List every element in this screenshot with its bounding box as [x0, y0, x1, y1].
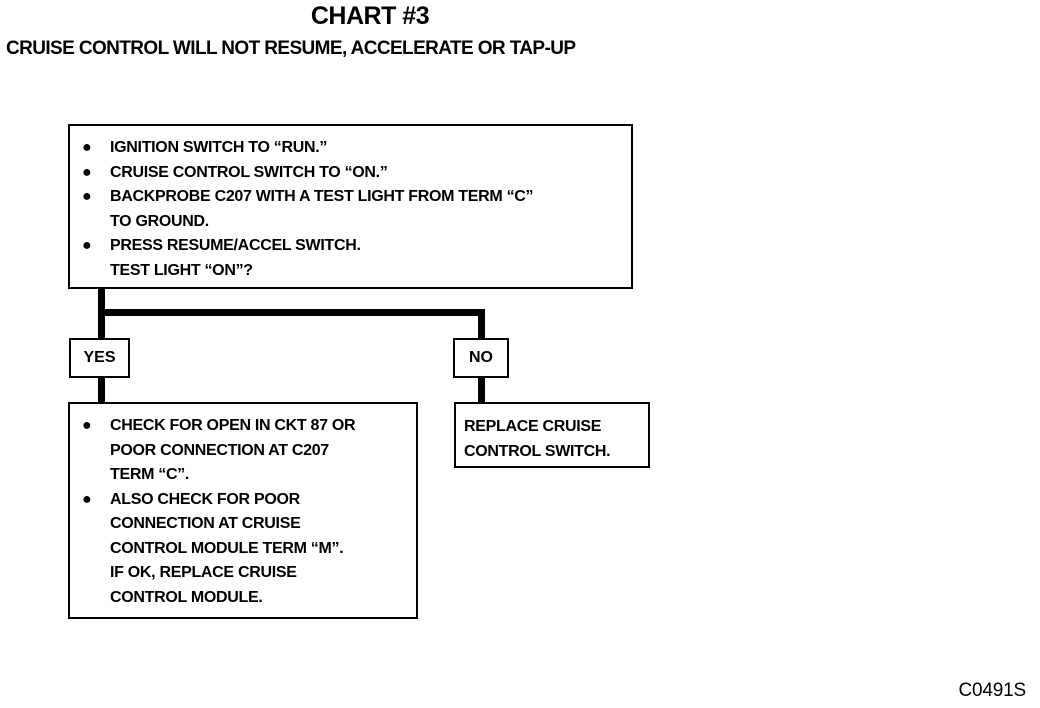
bullet-icon: ●	[82, 237, 92, 254]
connector-horizontal	[98, 309, 485, 316]
step-text-line: BACKPROBE C207 WITH A TEST LIGHT FROM TE…	[110, 188, 534, 205]
no-result-text: REPLACE CRUISE CONTROL SWITCH.	[456, 404, 648, 464]
no-text-line: REPLACE CRUISE	[464, 418, 602, 435]
bullet-icon: ●	[82, 490, 92, 508]
step-text-line: CONNECTION AT CRUISE	[110, 515, 301, 532]
step-text-line: PRESS RESUME/ACCEL SWITCH.	[110, 237, 361, 254]
bullet-icon: ●	[82, 139, 92, 156]
no-result-box: REPLACE CRUISE CONTROL SWITCH.	[454, 402, 650, 468]
step-text-line: IF OK, REPLACE CRUISE	[110, 564, 297, 581]
step-text-line: ALSO CHECK FOR POOR	[110, 490, 300, 508]
connector-no-down	[478, 309, 485, 339]
no-label: NO	[453, 338, 509, 378]
chart-subtitle: CRUISE CONTROL WILL NOT RESUME, ACCELERA…	[6, 38, 576, 59]
step-text-line: POOR CONNECTION AT C207	[110, 441, 329, 459]
yes-label: YES	[69, 338, 130, 378]
yes-result-box: ● CHECK FOR OPEN IN CKT 87 OR POOR CONNECT…	[68, 402, 418, 619]
bullet-icon: ●	[82, 188, 92, 205]
step-text-line: CRUISE CONTROL SWITCH TO “ON.”	[110, 163, 388, 181]
step-text-line: TERM “C”.	[110, 466, 190, 483]
step-item: ● CRUISE CONTROL SWITCH TO “ON.”	[70, 161, 631, 186]
bullet-icon: ●	[82, 417, 92, 434]
step-text-line: IGNITION SWITCH TO “RUN.”	[110, 139, 328, 156]
figure-code: C0491S	[958, 680, 1027, 701]
bullet-icon: ●	[82, 163, 92, 181]
step-item: ● PRESS RESUME/ACCEL SWITCH. TEST LIGHT “O…	[70, 234, 631, 283]
step-text-line: TEST LIGHT “ON”?	[110, 261, 253, 279]
start-decision-box: ● IGNITION SWITCH TO “RUN.” ● CRUISE CONTRO…	[68, 124, 633, 289]
connector-no-to-box	[478, 376, 485, 403]
yes-step-list: ● CHECK FOR OPEN IN CKT 87 OR POOR CONNECT…	[70, 414, 416, 610]
step-text-line: TO GROUND.	[110, 212, 209, 230]
no-text-line: CONTROL SWITCH.	[464, 443, 611, 460]
step-item: ● CHECK FOR OPEN IN CKT 87 OR POOR CONNECT…	[70, 414, 416, 488]
connector-yes-to-box	[98, 376, 105, 403]
step-item: ● ALSO CHECK FOR POOR CONNECTION AT CRUISE…	[70, 488, 416, 611]
step-text-line: CONTROL MODULE TERM “M”.	[110, 539, 344, 557]
chart-title: CHART #3	[310, 2, 430, 30]
step-item: ● IGNITION SWITCH TO “RUN.”	[70, 136, 631, 161]
step-item: ● BACKPROBE C207 WITH A TEST LIGHT FROM T…	[70, 185, 631, 234]
start-step-list: ● IGNITION SWITCH TO “RUN.” ● CRUISE CONTRO…	[70, 136, 631, 283]
step-text-line: CONTROL MODULE.	[110, 588, 263, 606]
step-text-line: CHECK FOR OPEN IN CKT 87 OR	[110, 417, 356, 434]
